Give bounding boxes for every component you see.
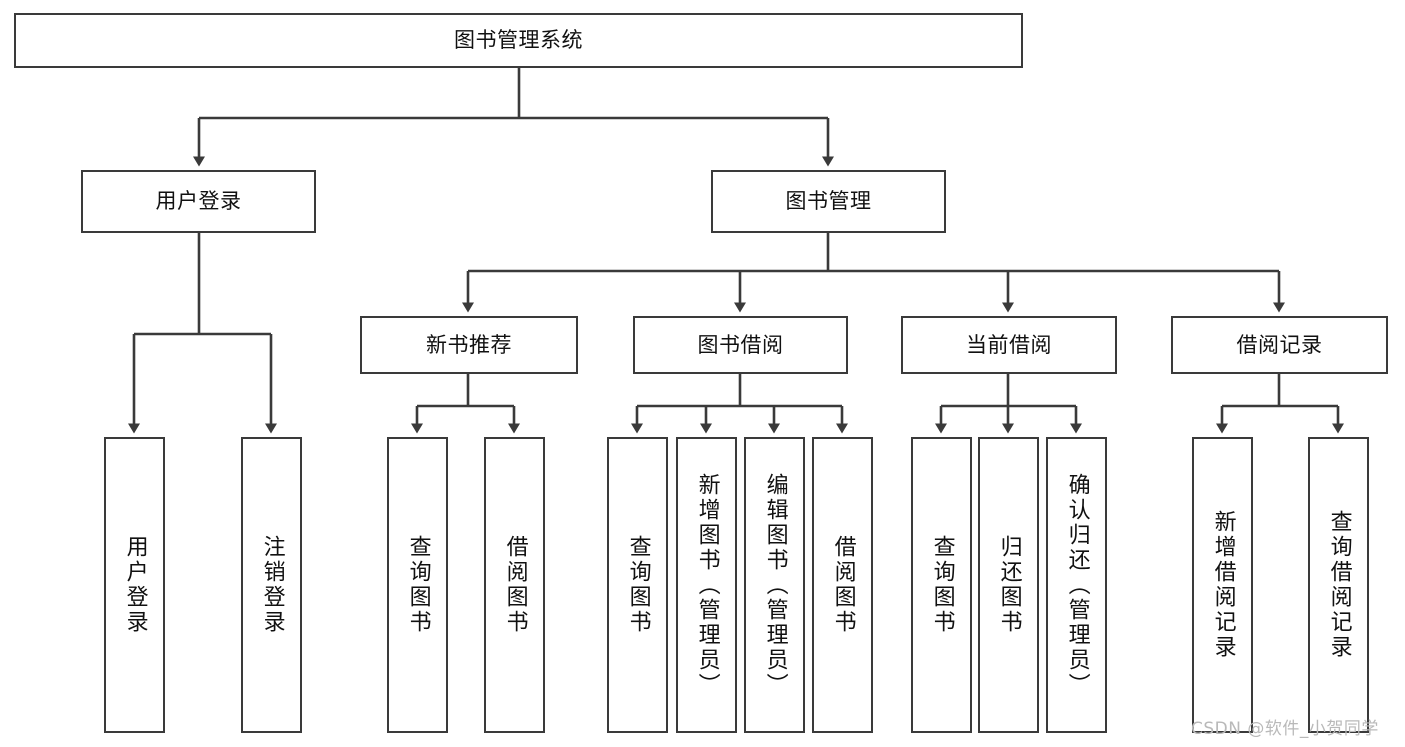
node-label: 借阅图书 xyxy=(830,535,856,635)
leaf-borrow-book-newbook[interactable]: 借阅图书 xyxy=(484,437,545,733)
csdn-watermark: CSDN @软件_小贺同学 xyxy=(1191,719,1379,739)
node-label: 当前借阅 xyxy=(966,332,1052,357)
node-label: 查询图书 xyxy=(929,535,955,635)
node-label: 查询图书 xyxy=(405,535,431,635)
node-label: 确认归还（管理员） xyxy=(1064,472,1090,698)
leaf-return-book[interactable]: 归还图书 xyxy=(978,437,1039,733)
leaf-add-borrow-record[interactable]: 新增借阅记录 xyxy=(1192,437,1253,733)
node-label: 图书管理 xyxy=(785,189,872,214)
node-current-borrow[interactable]: 当前借阅 xyxy=(901,316,1117,374)
leaf-logout[interactable]: 注销登录 xyxy=(241,437,302,733)
node-label: 借阅记录 xyxy=(1236,332,1323,357)
node-label: 归还图书 xyxy=(996,535,1022,635)
leaf-query-book-current[interactable]: 查询图书 xyxy=(911,437,972,733)
node-new-book-recommend[interactable]: 新书推荐 xyxy=(360,316,578,374)
node-book-management[interactable]: 图书管理 xyxy=(711,170,946,233)
node-label: 新增图书（管理员） xyxy=(694,472,720,698)
node-label: 用户登录 xyxy=(155,189,242,214)
node-label: 注销登录 xyxy=(259,535,285,635)
node-borrow-record[interactable]: 借阅记录 xyxy=(1171,316,1388,374)
node-label: 图书管理系统 xyxy=(454,28,583,53)
node-label: 借阅图书 xyxy=(502,535,528,635)
node-label: 新书推荐 xyxy=(426,332,512,357)
node-label: 查询图书 xyxy=(625,535,651,635)
leaf-query-book-newbook[interactable]: 查询图书 xyxy=(387,437,448,733)
node-label: 编辑图书（管理员） xyxy=(762,472,788,698)
leaf-borrow-book[interactable]: 借阅图书 xyxy=(812,437,873,733)
leaf-edit-book-admin[interactable]: 编辑图书（管理员） xyxy=(744,437,805,733)
node-book-borrow[interactable]: 图书借阅 xyxy=(633,316,848,374)
node-label: 图书借阅 xyxy=(697,332,784,357)
node-label: 用户登录 xyxy=(122,535,148,635)
node-label: 新增借阅记录 xyxy=(1210,510,1236,660)
leaf-user-login[interactable]: 用户登录 xyxy=(104,437,165,733)
node-user-login[interactable]: 用户登录 xyxy=(81,170,316,233)
leaf-query-book-borrow[interactable]: 查询图书 xyxy=(607,437,668,733)
node-root-system[interactable]: 图书管理系统 xyxy=(14,13,1023,68)
leaf-add-book-admin[interactable]: 新增图书（管理员） xyxy=(676,437,737,733)
leaf-confirm-return-admin[interactable]: 确认归还（管理员） xyxy=(1046,437,1107,733)
node-label: 查询借阅记录 xyxy=(1326,510,1352,660)
leaf-query-borrow-record[interactable]: 查询借阅记录 xyxy=(1308,437,1369,733)
